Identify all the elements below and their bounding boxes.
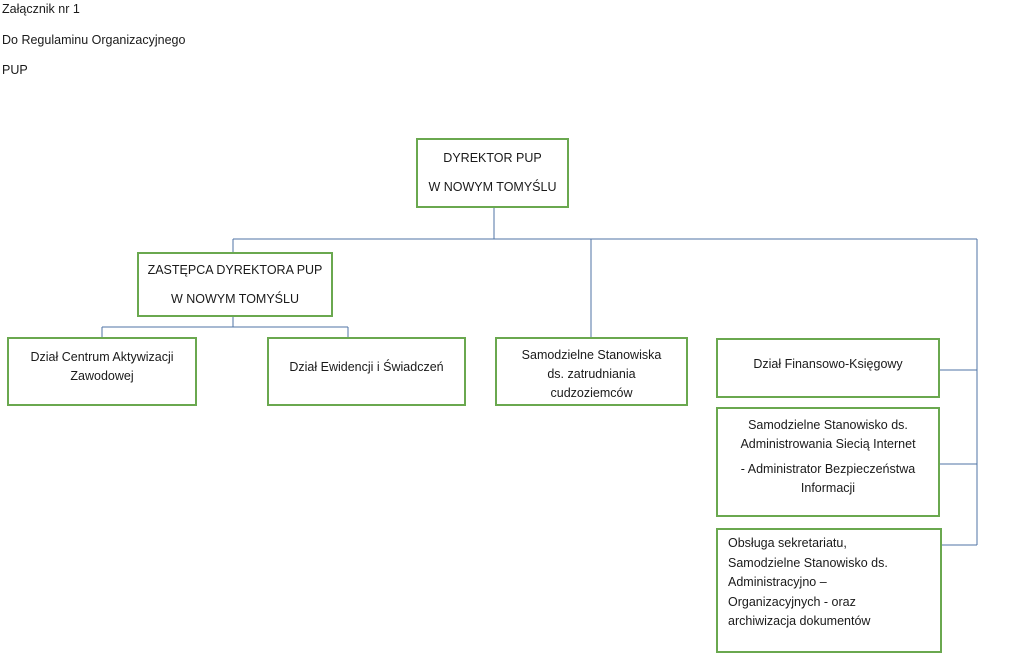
foreigners-posts-box: Samodzielne Stanowiska ds. zatrudniania … <box>495 337 688 406</box>
activation-line-1: Dział Centrum Aktywizacji <box>30 350 174 364</box>
foreigners-line-1: Samodzielne Stanowiska <box>521 348 662 362</box>
deputy-title: ZASTĘPCA DYREKTORA PUP <box>147 262 323 277</box>
network-line-4: Informacji <box>800 481 856 495</box>
attachment-number: Załącznik nr 1 <box>2 2 80 16</box>
director-title: DYREKTOR PUP <box>443 151 542 165</box>
records-department-box: Dział Ewidencji i Świadczeń <box>267 337 466 406</box>
foreigners-line-2: ds. zatrudniania <box>547 367 636 381</box>
regulation-reference: Do Regulaminu Organizacyjnego <box>2 33 186 47</box>
network-line-2: Administrowania Siecią Internet <box>740 437 916 451</box>
finance-department-box: Dział Finansowo-Księgowy <box>716 338 940 398</box>
secretariat-line-4: Organizacyjnych - oraz <box>728 594 856 609</box>
office-abbreviation: PUP <box>2 63 28 77</box>
secretariat-line-3: Administracyjno – <box>728 575 827 589</box>
secretariat-line-1: Obsługa sekretariatu, <box>728 536 847 550</box>
director-box: DYREKTOR PUP W NOWYM TOMYŚLU <box>416 138 569 208</box>
secretariat-post-box: Obsługa sekretariatu, Samodzielne Stanow… <box>716 528 942 653</box>
secretariat-line-2: Samodzielne Stanowisko ds. <box>728 555 888 570</box>
network-line-1: Samodzielne Stanowisko ds. <box>748 418 908 432</box>
deputy-location: W NOWYM TOMYŚLU <box>170 291 299 306</box>
deputy-director-box: ZASTĘPCA DYREKTORA PUP W NOWYM TOMYŚLU <box>137 252 333 317</box>
finance-line-1: Dział Finansowo-Księgowy <box>753 356 903 371</box>
activation-department-box: Dział Centrum Aktywizacji Zawodowej <box>7 337 197 406</box>
network-line-3: - Administrator Bezpieczeństwa <box>740 462 916 476</box>
secretariat-line-5: archiwizacja dokumentów <box>728 614 871 628</box>
records-line-1: Dział Ewidencji i Świadczeń <box>289 360 444 374</box>
activation-line-2: Zawodowej <box>70 369 134 383</box>
director-location: W NOWYM TOMYŚLU <box>428 180 557 194</box>
foreigners-line-3: cudzoziemców <box>550 386 633 400</box>
network-admin-post-box: Samodzielne Stanowisko ds. Administrowan… <box>716 407 940 517</box>
